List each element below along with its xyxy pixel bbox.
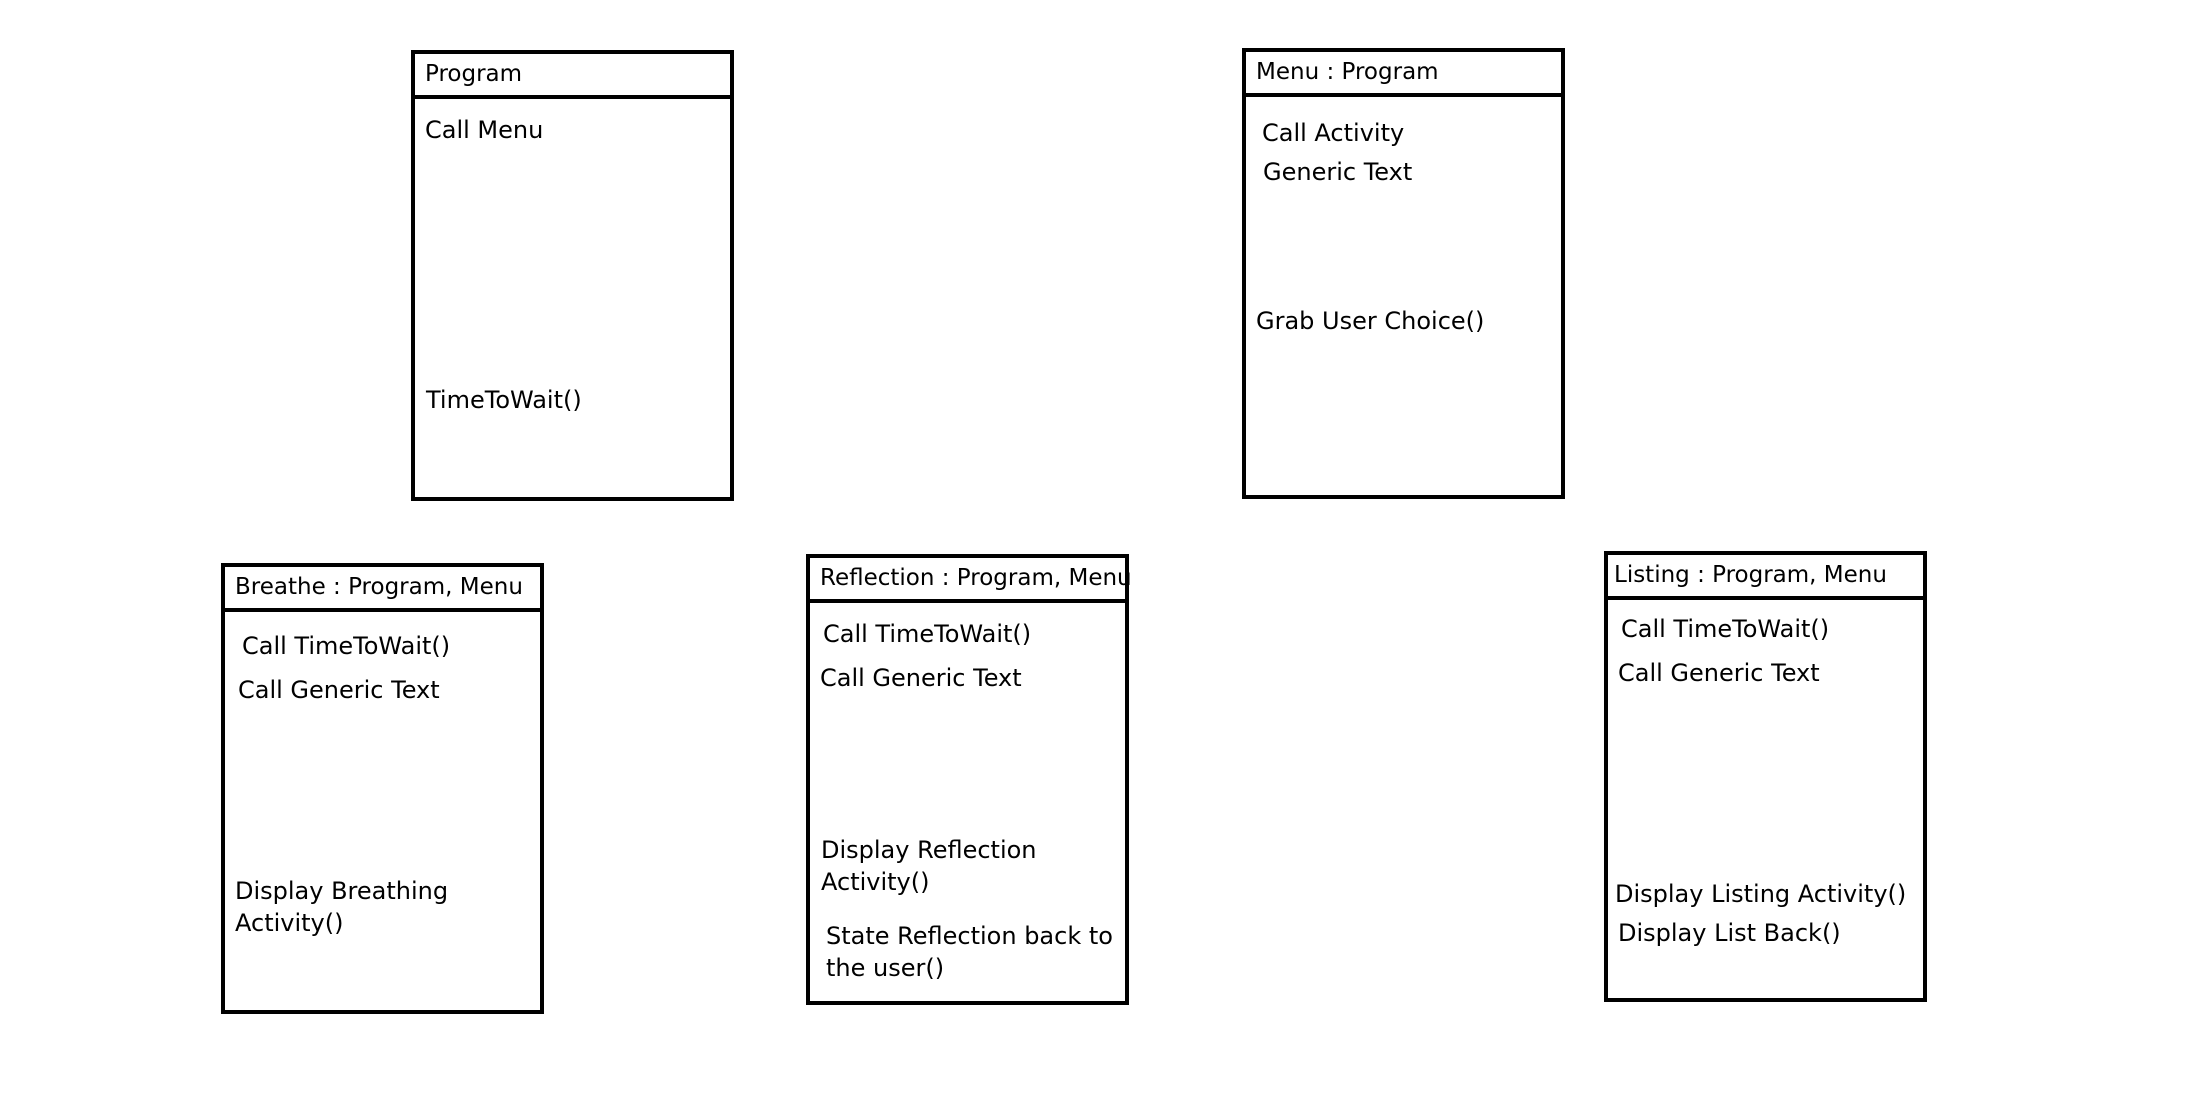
class-member: Call Activity	[1262, 119, 1405, 147]
class-member: Call Generic Text	[238, 676, 440, 704]
class-member: Call TimeToWait()	[1621, 615, 1830, 643]
class-box-listing: Listing : Program, Menu Call TimeToWait(…	[1604, 551, 1927, 1002]
class-member: Activity()	[821, 868, 930, 896]
class-title: Breathe : Program, Menu	[225, 567, 540, 612]
class-title: Program	[415, 54, 730, 99]
class-member: Display List Back()	[1618, 919, 1841, 947]
class-member: Display Reflection	[821, 836, 1037, 864]
class-member: State Reflection back to	[826, 922, 1113, 950]
class-title: Reflection : Program, Menu	[810, 558, 1132, 603]
class-box-program: Program Call Menu TimeToWait()	[411, 50, 734, 501]
class-member: TimeToWait()	[426, 386, 582, 414]
class-member: Call TimeToWait()	[823, 620, 1032, 648]
class-box-menu: Menu : Program Call Activity Generic Tex…	[1242, 48, 1565, 499]
class-member: Call Generic Text	[820, 664, 1022, 692]
class-title: Listing : Program, Menu	[1608, 555, 1923, 600]
class-box-reflection: Reflection : Program, Menu Call TimeToWa…	[806, 554, 1132, 1005]
class-member: Activity()	[235, 909, 344, 937]
class-title: Menu : Program	[1246, 52, 1561, 97]
class-member: Grab User Choice()	[1256, 307, 1485, 335]
class-member: Call Generic Text	[1618, 659, 1820, 687]
class-member: Call Menu	[425, 116, 544, 144]
class-member: Call TimeToWait()	[242, 632, 451, 660]
class-member: the user()	[826, 954, 945, 982]
class-member: Display Breathing	[235, 877, 449, 905]
class-box-breathe: Breathe : Program, Menu Call TimeToWait(…	[221, 563, 544, 1014]
class-member: Generic Text	[1263, 158, 1413, 186]
class-member: Display Listing Activity()	[1615, 880, 1907, 908]
